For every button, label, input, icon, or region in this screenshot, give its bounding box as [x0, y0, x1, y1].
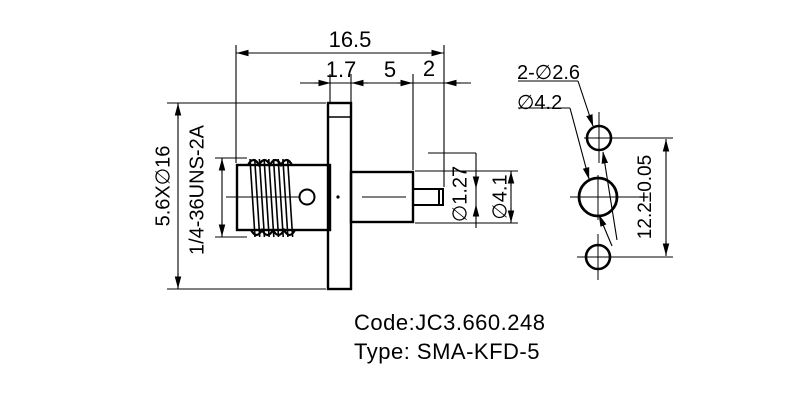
center-hole-label: ∅4.2: [517, 92, 563, 114]
dim-pin-diameter-label: ∅1.27: [449, 165, 472, 223]
dim-flange-size-label: 5.6X∅16: [152, 145, 175, 227]
dim-insulator-diameter-label: ∅4.1: [489, 174, 512, 220]
thread-section: [247, 158, 296, 238]
side-view-centerlines: [226, 195, 406, 199]
face-view: [570, 112, 673, 280]
dim-overall-length-label: 16.5: [328, 27, 372, 52]
body-hole-circle: [298, 188, 316, 206]
flange-center-dot: [336, 195, 340, 199]
mount-holes-label: 2-∅2.6: [517, 62, 581, 84]
thread-hatch-lines: [249, 158, 294, 238]
side-view: [235, 101, 444, 291]
face-view-crosshairs: [570, 112, 673, 280]
dim-tip-length-label: 2: [422, 56, 436, 81]
flange-outline: [326, 101, 353, 291]
dimension-lines: [167, 45, 670, 290]
dim-flange-thickness-label: 1.7: [325, 57, 357, 82]
pin-outline: [412, 188, 444, 206]
thread-spec-label: 1/4-36UNS-2A: [186, 124, 209, 256]
part-code-text: Code:JC3.660.248: [354, 310, 546, 335]
dim-hole-pitch-label: 12.2±0.05: [635, 154, 656, 240]
dim-mid-length-label: 5: [383, 57, 397, 82]
thread-crest-top: [247, 158, 293, 168]
part-type-text: Type: SMA-KFD-5: [354, 339, 540, 364]
